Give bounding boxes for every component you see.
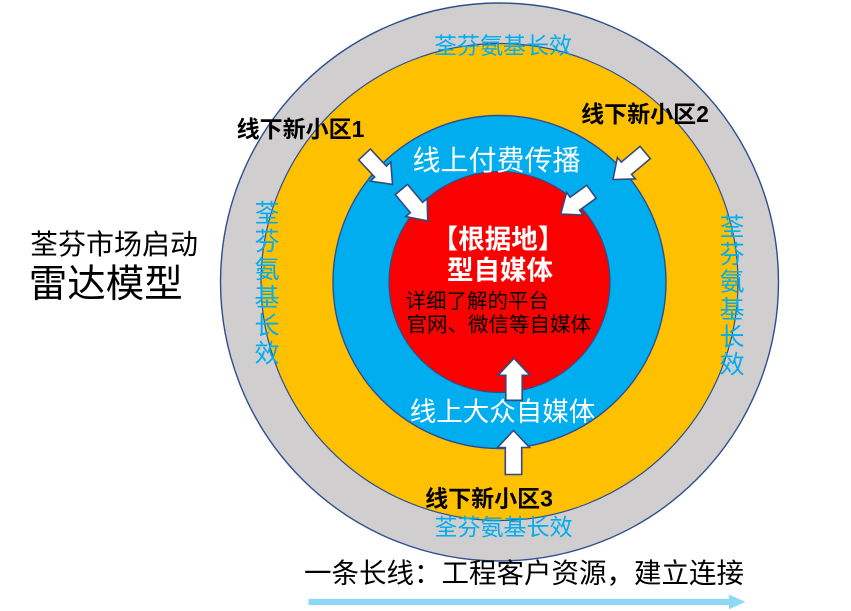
svg-text:线上大众自媒体: 线上大众自媒体 — [410, 397, 596, 427]
svg-text:芬: 芬 — [719, 241, 744, 269]
svg-text:荃芬氨基长效: 荃芬氨基长效 — [434, 33, 572, 59]
svg-text:雷达模型: 雷达模型 — [29, 263, 183, 306]
svg-text:荃芬市场启动: 荃芬市场启动 — [30, 229, 198, 260]
svg-text:芬: 芬 — [254, 228, 279, 256]
svg-text:线下新小区1: 线下新小区1 — [237, 116, 365, 142]
svg-text:荃: 荃 — [254, 200, 279, 228]
svg-text:荃芬氨基长效: 荃芬氨基长效 — [435, 514, 573, 540]
svg-text:荃: 荃 — [719, 214, 744, 242]
svg-text:效: 效 — [254, 340, 279, 368]
svg-text:官网、微信等自媒体: 官网、微信等自媒体 — [407, 314, 592, 337]
svg-text:基: 基 — [254, 284, 279, 312]
svg-text:效: 效 — [719, 351, 744, 379]
svg-text:基: 基 — [719, 296, 744, 324]
svg-text:氨: 氨 — [254, 256, 279, 284]
svg-text:一条长线：工程客户资源，建立连接: 一条长线：工程客户资源，建立连接 — [304, 558, 744, 589]
svg-text:【根据地】: 【根据地】 — [432, 225, 565, 255]
svg-text:长: 长 — [719, 324, 744, 352]
svg-text:氨: 氨 — [719, 269, 744, 297]
svg-text:线下新小区3: 线下新小区3 — [425, 486, 553, 512]
svg-text:详细了解的平台: 详细了解的平台 — [406, 290, 550, 313]
svg-text:线下新小区2: 线下新小区2 — [581, 101, 709, 127]
svg-text:型自媒体: 型自媒体 — [447, 256, 553, 286]
svg-text:长: 长 — [254, 312, 279, 340]
svg-text:线上付费传播: 线上付费传播 — [412, 145, 580, 176]
